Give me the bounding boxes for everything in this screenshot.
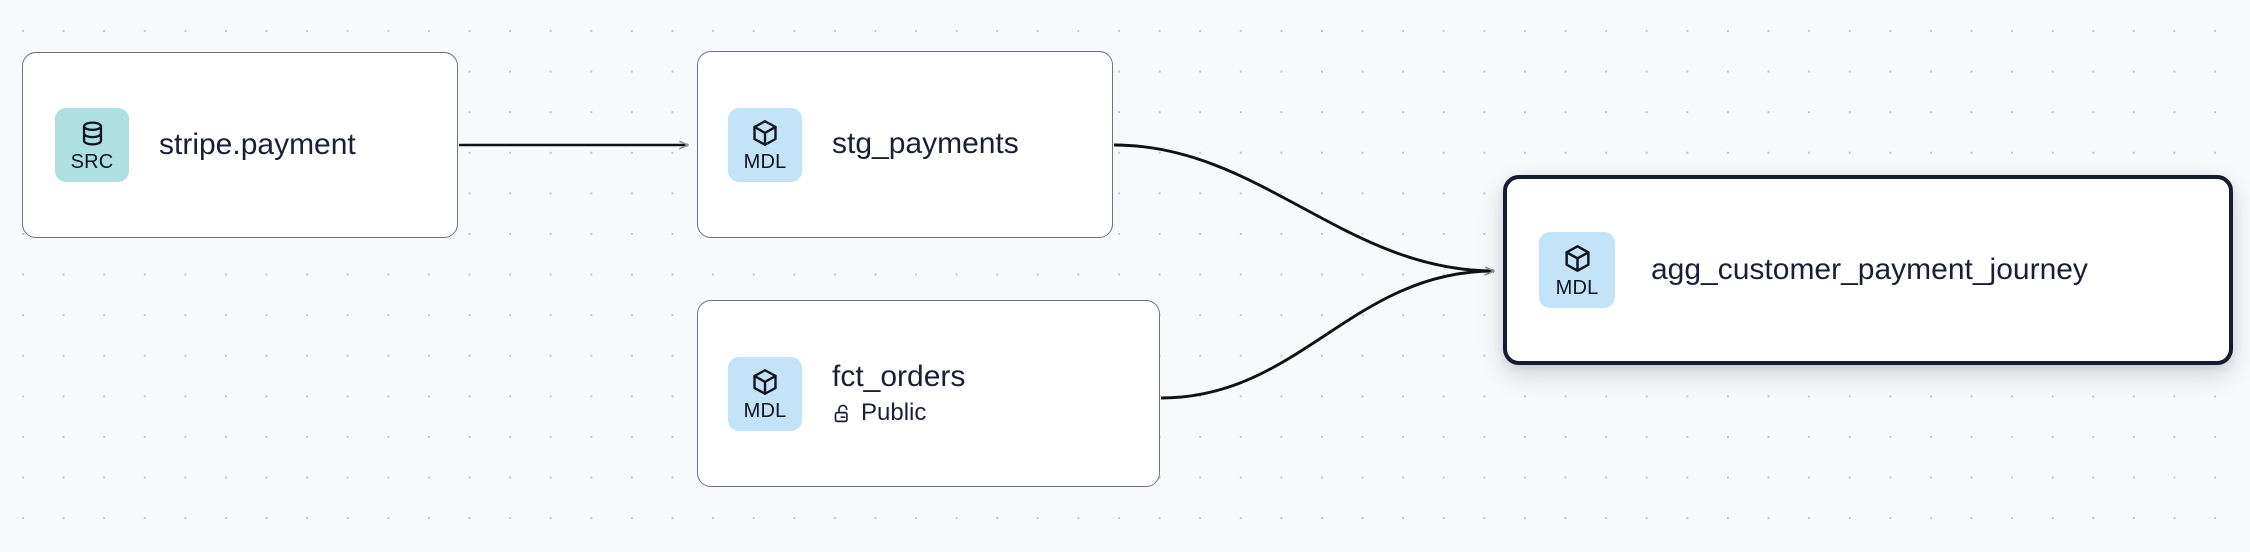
node-type-badge-label: MDL xyxy=(743,399,787,422)
node-body: agg_customer_payment_journey xyxy=(1651,252,2088,286)
unlock-icon xyxy=(834,404,848,422)
node-type-badge-mdl: MDL xyxy=(728,107,802,182)
node-type-badge-mdl: MDL xyxy=(1539,232,1615,308)
node-type-badge-mdl: MDL xyxy=(728,356,802,431)
node-body: fct_orders Public xyxy=(832,359,966,427)
node-title: stg_payments xyxy=(832,127,1019,161)
edge-stg-payments-to-agg-journey xyxy=(1113,143,1495,276)
node-title: agg_customer_payment_journey xyxy=(1651,252,2088,286)
database-icon xyxy=(82,120,102,146)
graph-node-fct-orders[interactable]: MDL fct_orders Public xyxy=(697,300,1160,487)
node-type-badge-label: MDL xyxy=(743,150,787,173)
cube-icon xyxy=(753,368,777,395)
node-type-badge-src: SRC xyxy=(55,108,129,182)
node-title: fct_orders xyxy=(832,359,966,393)
cube-icon xyxy=(1564,244,1590,272)
node-body: stg_payments xyxy=(832,127,1019,161)
graph-node-agg-customer-payment-journey[interactable]: MDL agg_customer_payment_journey xyxy=(1503,175,2233,365)
graph-node-stg-payments[interactable]: MDL stg_payments xyxy=(697,51,1113,238)
edge-fct-orders-to-agg-journey xyxy=(1160,266,1495,400)
node-type-badge-label: MDL xyxy=(1555,276,1599,299)
cube-icon xyxy=(753,119,777,146)
node-visibility-badge: Public xyxy=(832,399,965,426)
node-title: stripe.payment xyxy=(159,127,356,161)
node-visibility-label: Public xyxy=(861,399,927,426)
node-type-badge-label: SRC xyxy=(70,150,114,173)
node-body: stripe.payment xyxy=(159,127,356,161)
graph-node-stripe-payment[interactable]: SRC stripe.payment xyxy=(22,52,458,238)
